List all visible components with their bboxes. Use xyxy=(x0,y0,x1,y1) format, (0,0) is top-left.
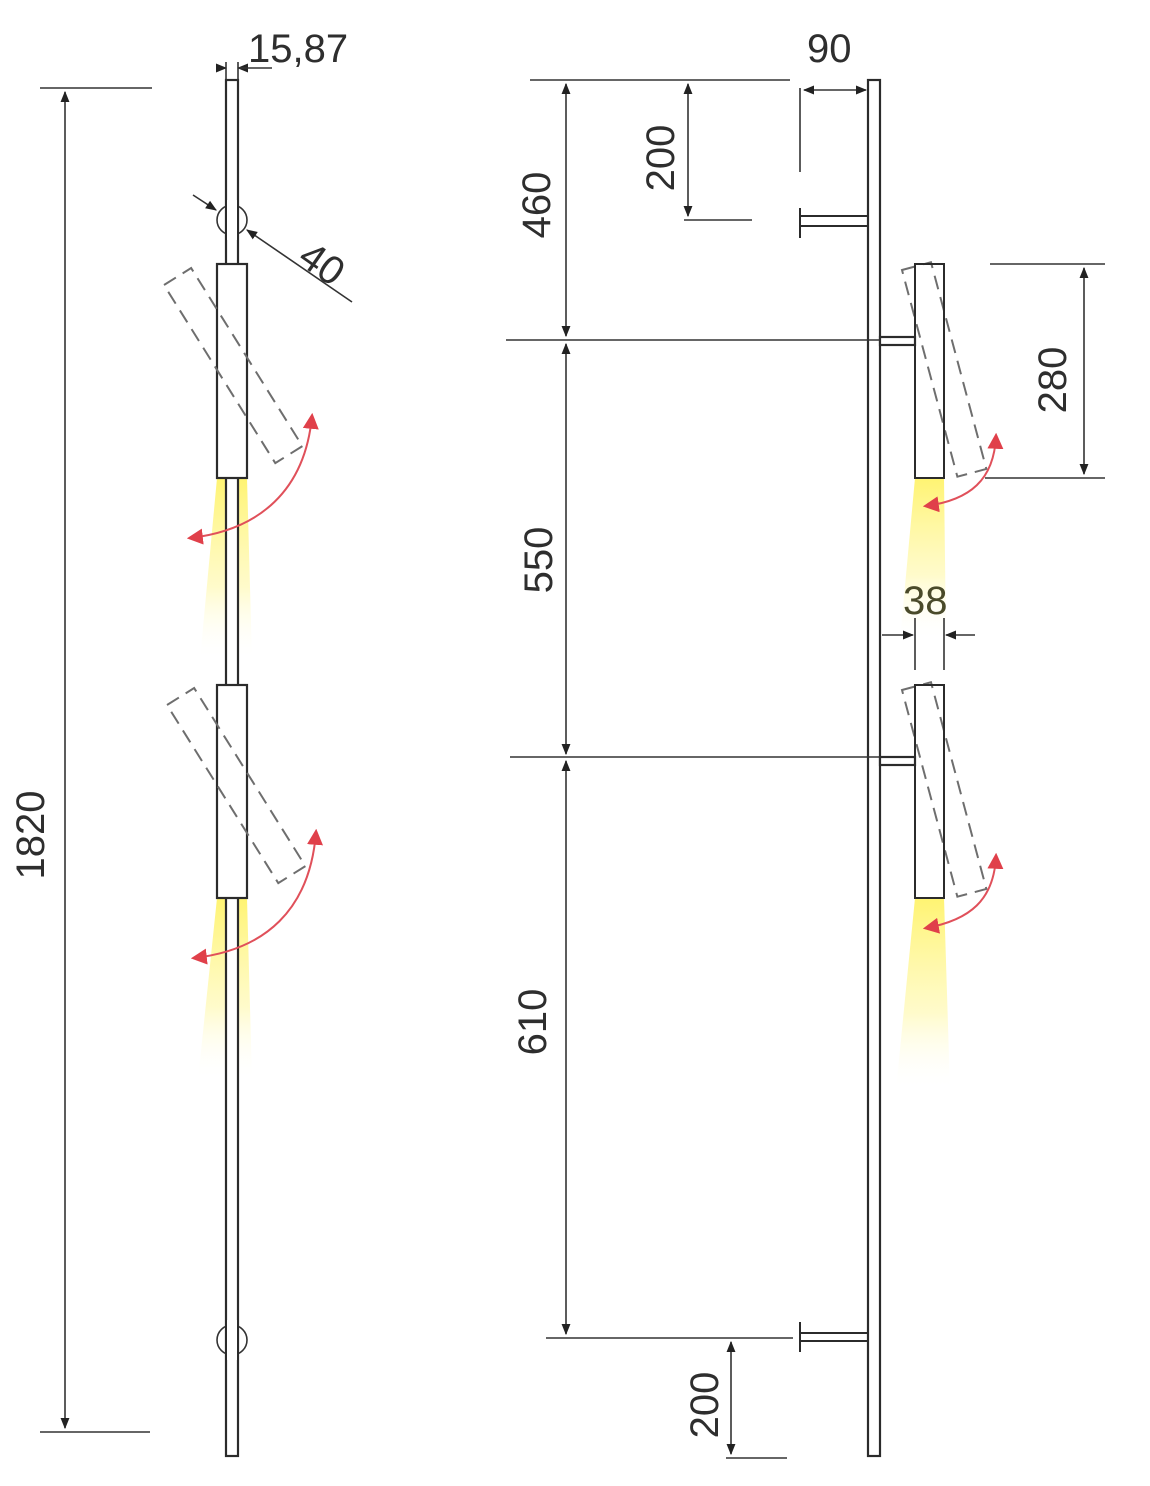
dim-top-to-upper-mount: 200 xyxy=(639,125,683,192)
rotation-arrow-icon xyxy=(922,432,1004,513)
wall-rod xyxy=(866,78,882,1458)
lamp-head-upper xyxy=(215,262,249,480)
tilted-head-outline xyxy=(165,686,307,885)
upper-wall-bracket xyxy=(799,208,868,238)
dim-rod-diameter: 15,87 xyxy=(248,27,348,71)
rotation-arrow-icon xyxy=(190,828,323,965)
dim-head-height: 280 xyxy=(1031,347,1075,414)
tilted-head-outline xyxy=(900,261,988,478)
light-beam-icon xyxy=(896,898,950,1090)
rotation-arrow-icon xyxy=(186,412,319,545)
light-beam-icon xyxy=(900,478,946,640)
dim-lower-mount-to-bottom: 200 xyxy=(683,1372,727,1439)
dim-total-height: 1820 xyxy=(9,791,53,880)
front-view: 1820 15,87 40 xyxy=(9,27,353,1458)
tilted-head-outline xyxy=(900,681,988,898)
dim-head-depth: 38 xyxy=(903,579,948,623)
dim-second-head-to-lower-mount: 610 xyxy=(511,989,555,1056)
rotation-arrow-icon xyxy=(922,852,1004,934)
dim-top-to-first-head: 460 xyxy=(515,172,559,239)
dim-wall-offset: 90 xyxy=(807,27,852,71)
dim-mount-diameter: 40 xyxy=(291,233,353,295)
side-view: 90 460 200 550 610 200 280 xyxy=(506,27,1105,1459)
lower-wall-bracket xyxy=(799,1322,868,1352)
dim-between-heads: 550 xyxy=(517,527,561,594)
tilted-head-outline xyxy=(162,266,304,465)
